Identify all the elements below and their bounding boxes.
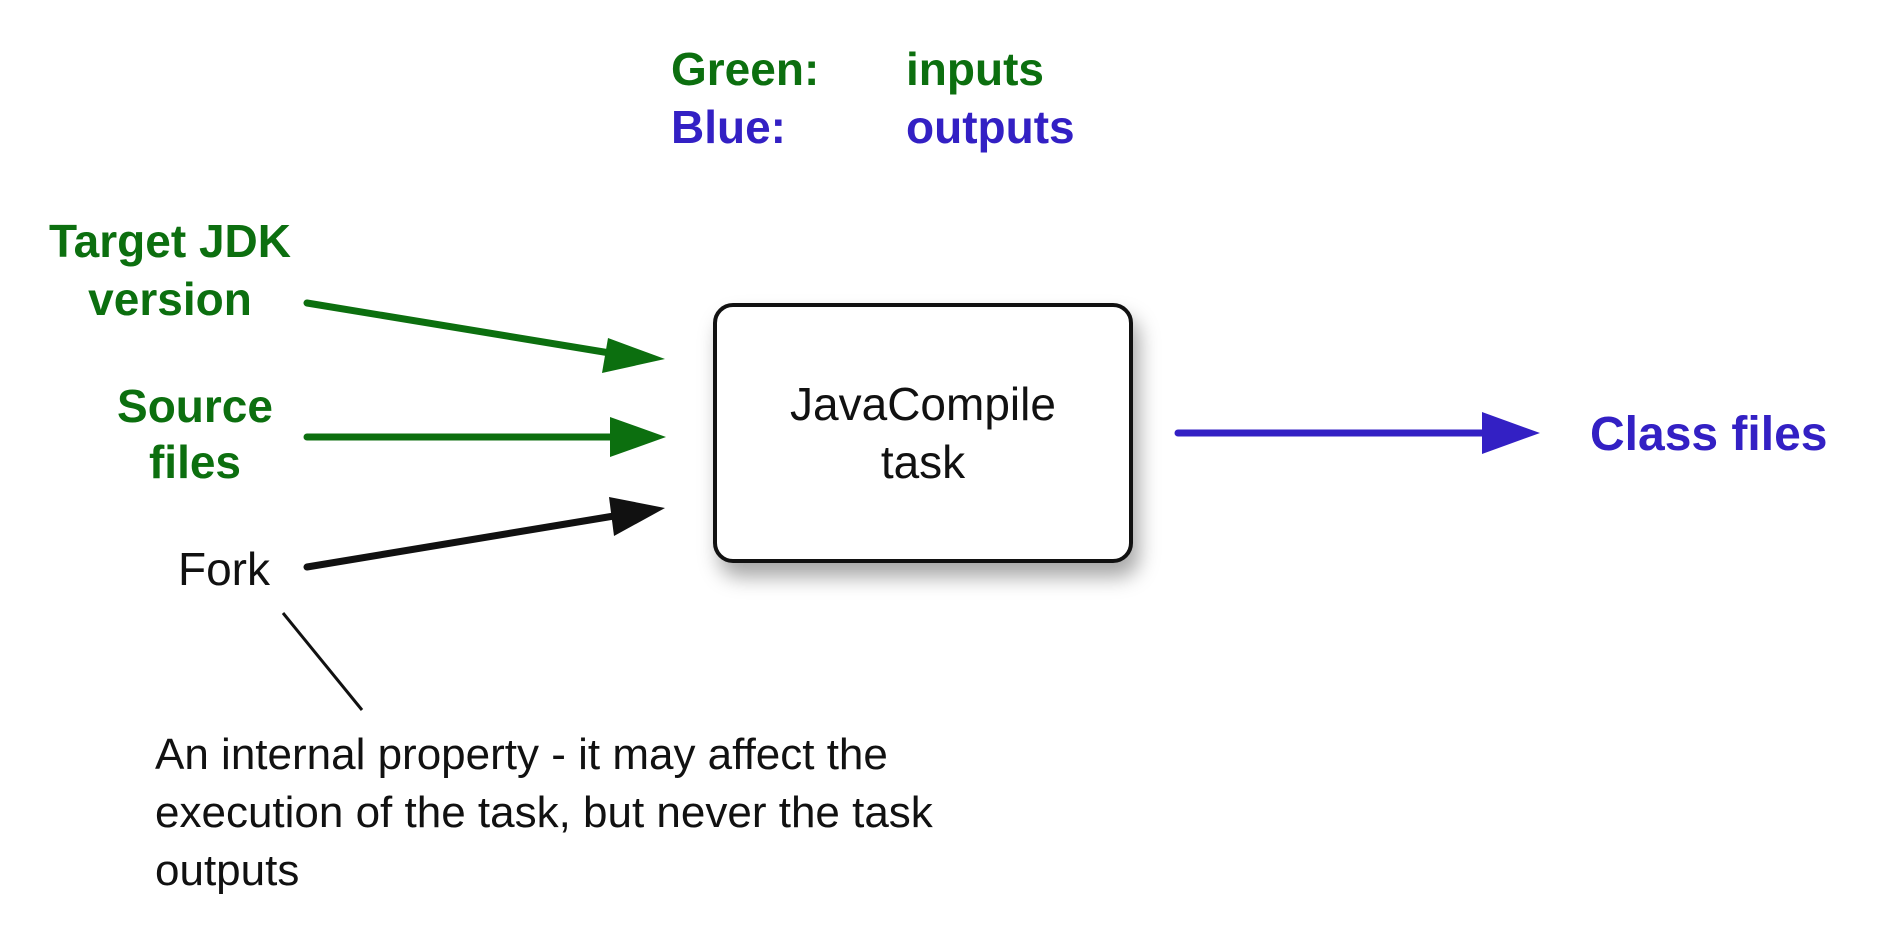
- javacompile-task-box: JavaCompile task: [713, 303, 1133, 563]
- arrow-fork-head: [609, 497, 665, 536]
- output-class-files-label: Class files: [1590, 408, 1828, 461]
- arrow-target-jdk-shaft: [303, 299, 626, 359]
- legend-blue-key: Blue:: [671, 101, 786, 153]
- input-target-jdk-label: Target JDK version: [49, 215, 291, 325]
- legend-green-value: inputs: [906, 43, 1044, 95]
- arrow-source-files-head: [610, 417, 666, 457]
- internal-property-note: An internal property - it may affect the…: [155, 730, 933, 895]
- legend-blue-value: outputs: [906, 101, 1075, 153]
- arrow-fork-shaft: [303, 511, 624, 571]
- arrow-target-jdk-head: [602, 338, 665, 373]
- legend-green-key: Green:: [671, 43, 820, 95]
- arrow-class-files-head: [1482, 412, 1540, 454]
- task-label: JavaCompile task: [790, 378, 1056, 488]
- input-source-files-label: Source files: [117, 380, 273, 488]
- input-fork-label: Fork: [178, 543, 270, 595]
- note-connector-line: [281, 612, 364, 711]
